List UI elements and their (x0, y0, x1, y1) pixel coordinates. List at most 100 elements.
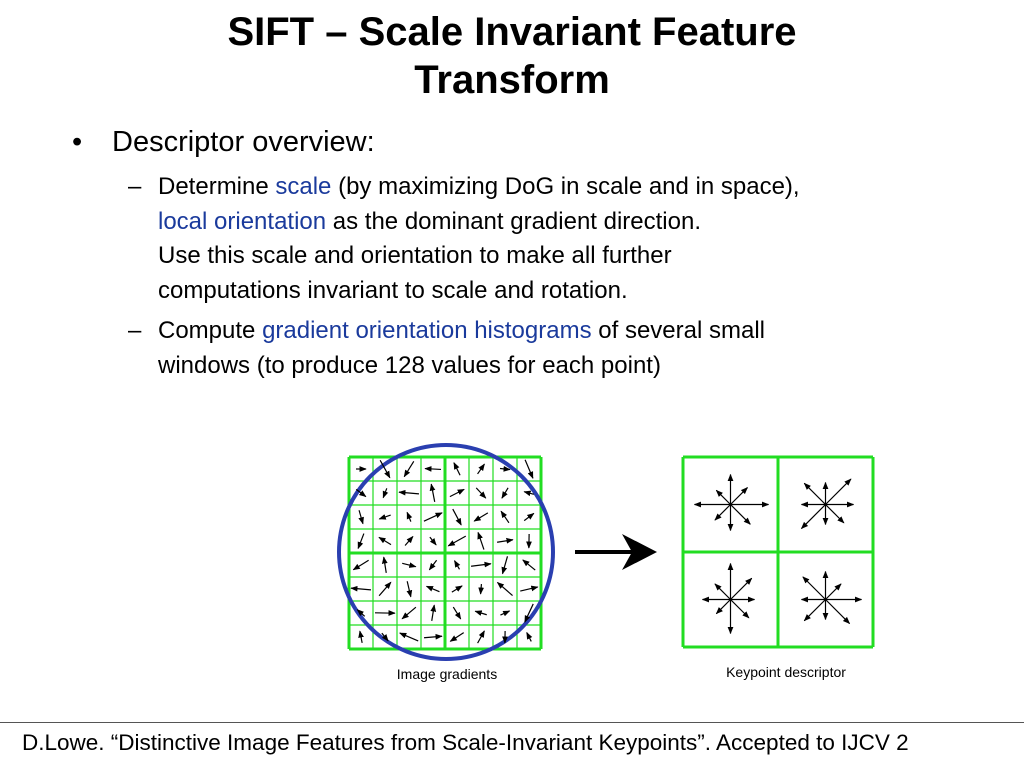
gradient-arrow (403, 461, 415, 478)
gradient-arrow (453, 462, 461, 476)
gradient-arrow (477, 463, 485, 475)
gradient-arrow (350, 585, 372, 592)
transform-arrow-icon (575, 534, 657, 570)
histogram-arrow (825, 478, 852, 505)
gradient-arrow (447, 535, 467, 547)
gradient-arrow (451, 585, 463, 593)
gradient-arrow (356, 609, 366, 617)
gradient-arrow (497, 537, 514, 544)
gradient-arrow (406, 581, 413, 598)
gradient-arrow (524, 459, 534, 479)
gradient-arrow (520, 585, 539, 592)
histogram-arrow (800, 504, 826, 530)
gradient-arrow (378, 514, 391, 520)
title-line-1: SIFT – Scale Invariant Feature (227, 10, 797, 54)
gradient-arrow (477, 630, 485, 644)
caption-keypoint-descriptor: Keypoint descriptor (726, 664, 846, 680)
histogram-arrow (802, 576, 826, 600)
image-gradients-grid (347, 455, 543, 651)
gradient-arrow (449, 632, 465, 642)
histogram-arrow (825, 504, 845, 524)
bullet-marker: • (72, 126, 83, 158)
gradient-arrow (358, 510, 364, 525)
gradient-arrow (378, 536, 392, 546)
gradient-arrow (381, 556, 388, 573)
gradient-arrow (402, 562, 417, 568)
title-line-2: Transform (414, 58, 610, 102)
gradient-arrow (429, 483, 436, 502)
gradient-arrow (355, 488, 367, 498)
highlight-local-orientation: local orientation (158, 207, 327, 235)
gradient-arrow (381, 632, 389, 642)
histogram-arrow (825, 599, 851, 625)
gradient-arrow (496, 581, 513, 597)
caption-image-gradients: Image gradients (397, 666, 497, 682)
bullet-descriptor-overview: • Descriptor overview: (72, 126, 375, 159)
gradient-arrow (425, 585, 440, 593)
gradient-arrow (423, 633, 443, 640)
histogram-arrow (730, 487, 748, 505)
gradient-arrow (357, 533, 365, 550)
gradient-arrow (452, 606, 462, 620)
gradient-arrow (423, 512, 443, 522)
text-span: as the dominant gradient direction. (326, 207, 702, 235)
gradient-arrow (501, 556, 509, 575)
gradient-arrow (500, 610, 511, 617)
gradient-arrow (501, 487, 509, 499)
gradient-arrow (452, 508, 462, 526)
gradient-arrow (398, 489, 420, 496)
slide-title: SIFT – Scale Invariant Feature Transform (0, 8, 1024, 104)
histogram-arrow (730, 504, 751, 525)
gradient-arrow (526, 631, 533, 642)
gradient-arrow (499, 465, 511, 472)
gradient-arrow (352, 559, 369, 571)
subbullet-line: Determine scale (by maximizing DoG in sc… (158, 170, 800, 205)
gradient-arrow (474, 610, 487, 616)
gradient-arrow (406, 511, 413, 522)
gradient-arrow (428, 559, 438, 571)
text-span: (by maximizing DoG in scale and in space… (331, 173, 800, 200)
subbullet-scale-orientation: – Determine scale (by maximizing DoG in … (128, 170, 800, 308)
gradient-arrow (477, 531, 485, 550)
histogram-arrow (803, 482, 826, 505)
histogram-arrow (715, 599, 731, 615)
gradient-arrow (471, 561, 492, 568)
gradient-arrow (401, 606, 417, 620)
gradient-arrows (350, 459, 539, 644)
subbullet-line: local orientation as the dominant gradie… (158, 205, 800, 240)
gradient-arrow (500, 510, 510, 524)
keypoint-descriptor-grid (681, 455, 875, 649)
subbullet-line: windows (to produce 128 values for each … (158, 351, 661, 379)
histogram-arrow (715, 489, 731, 505)
highlight-gradient-histograms: gradient orientation histograms (262, 317, 592, 344)
gradient-arrow (379, 459, 391, 479)
subbullet-line: computations invariant to scale and rota… (158, 276, 628, 304)
text-span: of several small (591, 317, 765, 344)
orientation-histograms (693, 473, 863, 635)
gradient-arrow (378, 581, 392, 597)
gradient-arrow (524, 603, 534, 623)
gradient-arrow (399, 632, 419, 642)
highlight-scale: scale (275, 173, 332, 200)
histogram-arrow (730, 577, 753, 600)
gradient-arrow (358, 630, 364, 644)
gradient-arrow (473, 512, 489, 522)
text-span: Compute (158, 317, 263, 344)
histogram-arrow (714, 504, 731, 521)
gradient-arrow (430, 604, 437, 621)
histogram-arrow (714, 583, 731, 600)
gradient-arrow (449, 488, 465, 498)
gradient-arrow (475, 487, 487, 499)
gradient-arrow (404, 535, 414, 546)
gradient-arrow (453, 560, 461, 570)
subbullet-histograms: – Compute gradient orientation histogram… (128, 314, 765, 383)
histogram-arrow (730, 599, 750, 619)
subbullet-marker: – (128, 317, 142, 344)
bullet-text: Descriptor overview: (112, 126, 375, 158)
gradient-arrow (523, 490, 534, 497)
subbullet-line: Use this scale and orientation to make a… (158, 242, 672, 269)
histogram-arrow (825, 583, 842, 600)
gradient-arrow (382, 488, 389, 499)
gaussian-window-circle (337, 443, 555, 661)
